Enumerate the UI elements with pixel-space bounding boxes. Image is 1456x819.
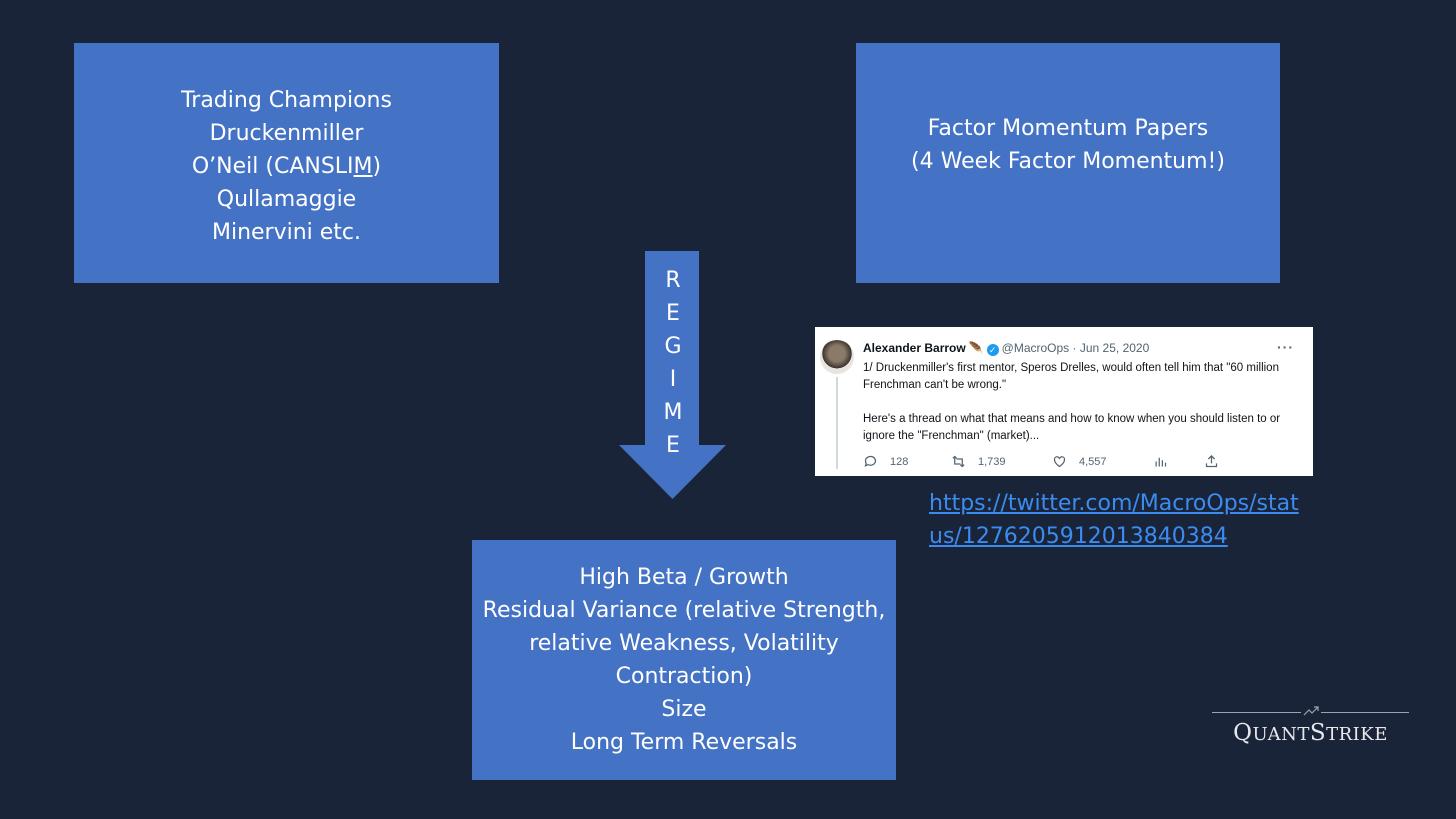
box-line: Size [661, 693, 706, 726]
logo-letters: UANT [1252, 724, 1309, 745]
box-line: relative Weakness, Volatility [529, 627, 839, 660]
regime-label: R E G I M E [645, 264, 701, 462]
verified-icon: ✓ [987, 344, 999, 356]
tweet-author-name[interactable]: Alexander Barrow [863, 341, 966, 355]
tweet-card[interactable]: Alexander Barrow🪶✓@MacroOps · Jun 25, 20… [815, 327, 1313, 476]
retweet-icon [951, 454, 966, 469]
box-line: Trading Champions [181, 84, 392, 117]
reply-count: 128 [890, 456, 908, 468]
like-button[interactable]: 4,557 [1052, 454, 1107, 469]
box-line: Druckenmiller [210, 117, 364, 150]
box-line: (4 Week Factor Momentum!) [911, 145, 1225, 178]
more-options-icon[interactable]: ··· [1277, 339, 1294, 355]
box-line: Minervini etc. [212, 216, 361, 249]
heart-icon [1052, 454, 1067, 469]
regime-letter: E [666, 429, 680, 462]
retweet-count: 1,739 [978, 456, 1006, 468]
tweet-link[interactable]: https://twitter.com/MacroOps/status/1276… [929, 487, 1309, 553]
regime-letter: R [665, 264, 680, 297]
tweet-text: 1/ Druckenmiller's first mentor, Speros … [863, 360, 1293, 445]
quantstrike-logo: QUANTSTRIKE [1212, 704, 1409, 752]
box-line: Factor Momentum Papers [928, 112, 1208, 145]
avatar[interactable] [820, 340, 854, 374]
like-count: 4,557 [1079, 456, 1107, 468]
regime-letter: I [670, 363, 677, 396]
reply-button[interactable]: 128 [863, 454, 908, 469]
tweet-header: Alexander Barrow🪶✓@MacroOps · Jun 25, 20… [863, 341, 1149, 356]
factors-box: High Beta / Growth Residual Variance (re… [472, 540, 896, 780]
tweet-date[interactable]: Jun 25, 2020 [1080, 341, 1149, 355]
trend-arrow-icon [1301, 704, 1321, 718]
box-line: Qullamaggie [217, 183, 356, 216]
box-line-underlined: M [354, 154, 373, 179]
logo-letter: Q [1233, 720, 1252, 746]
analytics-icon [1153, 454, 1168, 469]
box-line: Contraction) [616, 660, 753, 693]
box-line-part: ) [373, 154, 382, 179]
tweet-paragraph: 1/ Druckenmiller's first mentor, Speros … [863, 360, 1293, 394]
box-line: O’Neil (CANSLIM) [192, 150, 381, 183]
trading-champions-box: Trading Champions Druckenmiller O’Neil (… [74, 43, 499, 283]
regime-letter: M [664, 396, 683, 429]
factor-momentum-box: Factor Momentum Papers (4 Week Factor Mo… [856, 43, 1280, 283]
logo-text: QUANTSTRIKE [1212, 720, 1409, 746]
feather-icon: 🪶 [969, 341, 984, 355]
tweet-paragraph: Here's a thread on what that means and h… [863, 411, 1293, 445]
box-line: Residual Variance (relative Strength, [483, 594, 886, 627]
retweet-button[interactable]: 1,739 [951, 454, 1006, 469]
separator: · [1073, 341, 1077, 355]
thread-line [836, 377, 838, 469]
share-button[interactable] [1204, 454, 1219, 469]
reply-icon [863, 454, 878, 469]
regime-letter: G [664, 330, 681, 363]
regime-letter: E [666, 297, 680, 330]
logo-letter: S [1310, 720, 1326, 746]
tweet-handle[interactable]: @MacroOps [1002, 341, 1070, 355]
logo-letters: TRIKE [1326, 724, 1388, 745]
box-line: Long Term Reversals [571, 726, 798, 759]
share-icon [1204, 454, 1219, 469]
box-line-part: O’Neil (CANSLI [192, 154, 354, 179]
box-line: High Beta / Growth [579, 561, 788, 594]
analytics-button[interactable] [1153, 454, 1168, 469]
